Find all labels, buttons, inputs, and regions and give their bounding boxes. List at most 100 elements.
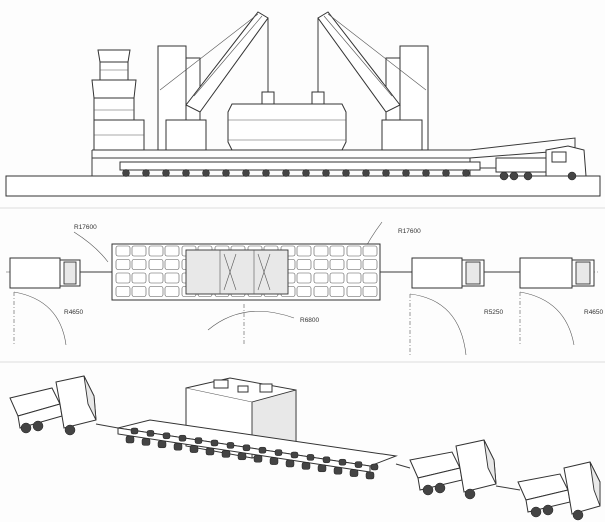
trailer-axle-cell (329, 245, 345, 257)
trailer-wheel (342, 169, 350, 177)
trailer-wheel (182, 169, 190, 177)
trailer-wheel (258, 446, 267, 454)
trailer-wheel (354, 461, 363, 468)
trailer-wheel (253, 454, 263, 463)
trailer-axle-cell (131, 259, 147, 270)
quay-ground (5, 175, 601, 197)
trailer-axle-cell (164, 259, 180, 270)
trailer-axle-cell (115, 259, 131, 270)
trailer-wheel (442, 169, 450, 177)
trailer-axle-cell (346, 259, 362, 270)
trailer-wheel (382, 169, 390, 177)
trailer-wheel (422, 169, 430, 177)
arc-r6800 (207, 310, 295, 331)
modular-trailer-side (119, 161, 481, 177)
trailer-wheel (365, 471, 375, 480)
label-r5250: R5250 (484, 309, 504, 316)
trailer-axle-cell (115, 272, 131, 284)
trailer-plan (111, 243, 381, 301)
trailer-wheel (130, 427, 139, 435)
truck-plan-left (9, 257, 112, 289)
label-r4650-right: R4650 (584, 309, 604, 316)
trailer-wheel (333, 466, 343, 475)
trailer-axle-cell (362, 245, 378, 257)
trailer-axle-cell (148, 245, 164, 257)
trailer-axle-cell (362, 286, 378, 297)
trailer-axle-cell (115, 286, 131, 297)
left-crane (157, 11, 269, 151)
trailer-wheel (322, 169, 330, 177)
transformer-load (227, 91, 347, 151)
label-r17600-left: R17600 (74, 224, 97, 231)
lead-truck-3d (9, 375, 119, 436)
trailer-axle-cell (346, 272, 362, 284)
trailer-wheel (242, 169, 250, 177)
rear-truck-3d (517, 461, 601, 521)
trailer-wheel (269, 457, 279, 465)
trailer-wheel (189, 445, 199, 453)
trailer-axle-cell (296, 245, 312, 257)
plan-view: R17600 R17600 R4650 R6800 R5250 R4650 (6, 221, 604, 356)
trailer-wheel (285, 459, 295, 468)
trailer-wheel (317, 464, 327, 473)
trailer-wheel (157, 440, 167, 449)
trailer-axle-cell (131, 286, 147, 297)
trailer-wheel (162, 169, 170, 177)
trailer-axle-cell (148, 286, 164, 297)
trailer-axle-cell (362, 272, 378, 284)
trailer-axle-cell (329, 259, 345, 270)
middle-truck-3d (409, 439, 521, 500)
trailer-wheel (338, 458, 347, 466)
trailer-axle-cell (346, 286, 362, 297)
label-r17600-right: R17600 (398, 228, 421, 235)
trailer-wheel (141, 438, 151, 446)
trailer-axle-cell (296, 259, 312, 270)
trailer-axle-cell (296, 272, 312, 284)
stack-structure (91, 49, 145, 151)
arc-r4650-left (13, 291, 67, 346)
trailer-wheel (162, 432, 171, 440)
trailer-axle-cell (313, 259, 329, 270)
trailer-axle-cell (313, 272, 329, 284)
trailer-wheel (202, 169, 210, 177)
trailer-wheel (122, 169, 130, 177)
trailer-axle-cell (131, 272, 147, 284)
trailer-axle-cell (329, 286, 345, 297)
trailer-wheel (290, 451, 299, 459)
trailer-wheel (194, 437, 203, 444)
prime-mover-side (480, 145, 587, 181)
truck-plan-right (519, 257, 595, 289)
label-r4650-left: R4650 (64, 309, 84, 316)
trailer-wheel (306, 454, 315, 461)
trailer-wheel (222, 169, 230, 177)
trailer-wheel (462, 169, 470, 177)
transformer-plan (185, 249, 289, 295)
trailer-wheel (262, 169, 270, 177)
trailer-axle-cell (164, 245, 180, 257)
trailer-wheel (125, 435, 135, 444)
trailer-wheel (349, 469, 359, 477)
side-elevation-view (5, 11, 601, 197)
trailer-wheel (302, 169, 310, 177)
trailer-axle-cell (313, 286, 329, 297)
trailer-3d (117, 419, 398, 480)
trailer-wheel (362, 169, 370, 177)
arc-r4650-right (519, 291, 575, 346)
trailer-axle-cell (329, 272, 345, 284)
trailer-axle-cell (296, 286, 312, 297)
arc-r5250 (409, 293, 467, 356)
trailer-axle-cell (115, 245, 131, 257)
trailer-wheel (237, 452, 247, 461)
trailer-axle-cell (164, 272, 180, 284)
right-crane (317, 11, 429, 151)
trailer-wheel (173, 442, 183, 451)
trailer-wheel (242, 444, 251, 452)
trailer-axle-cell (148, 272, 164, 284)
arc-r17600-left (73, 231, 109, 263)
trailer-wheel (226, 442, 235, 449)
trailer-axle-cell (131, 245, 147, 257)
trailer-wheel (282, 169, 290, 177)
trailer-wheel (322, 456, 331, 464)
trailer-wheel (274, 449, 283, 456)
